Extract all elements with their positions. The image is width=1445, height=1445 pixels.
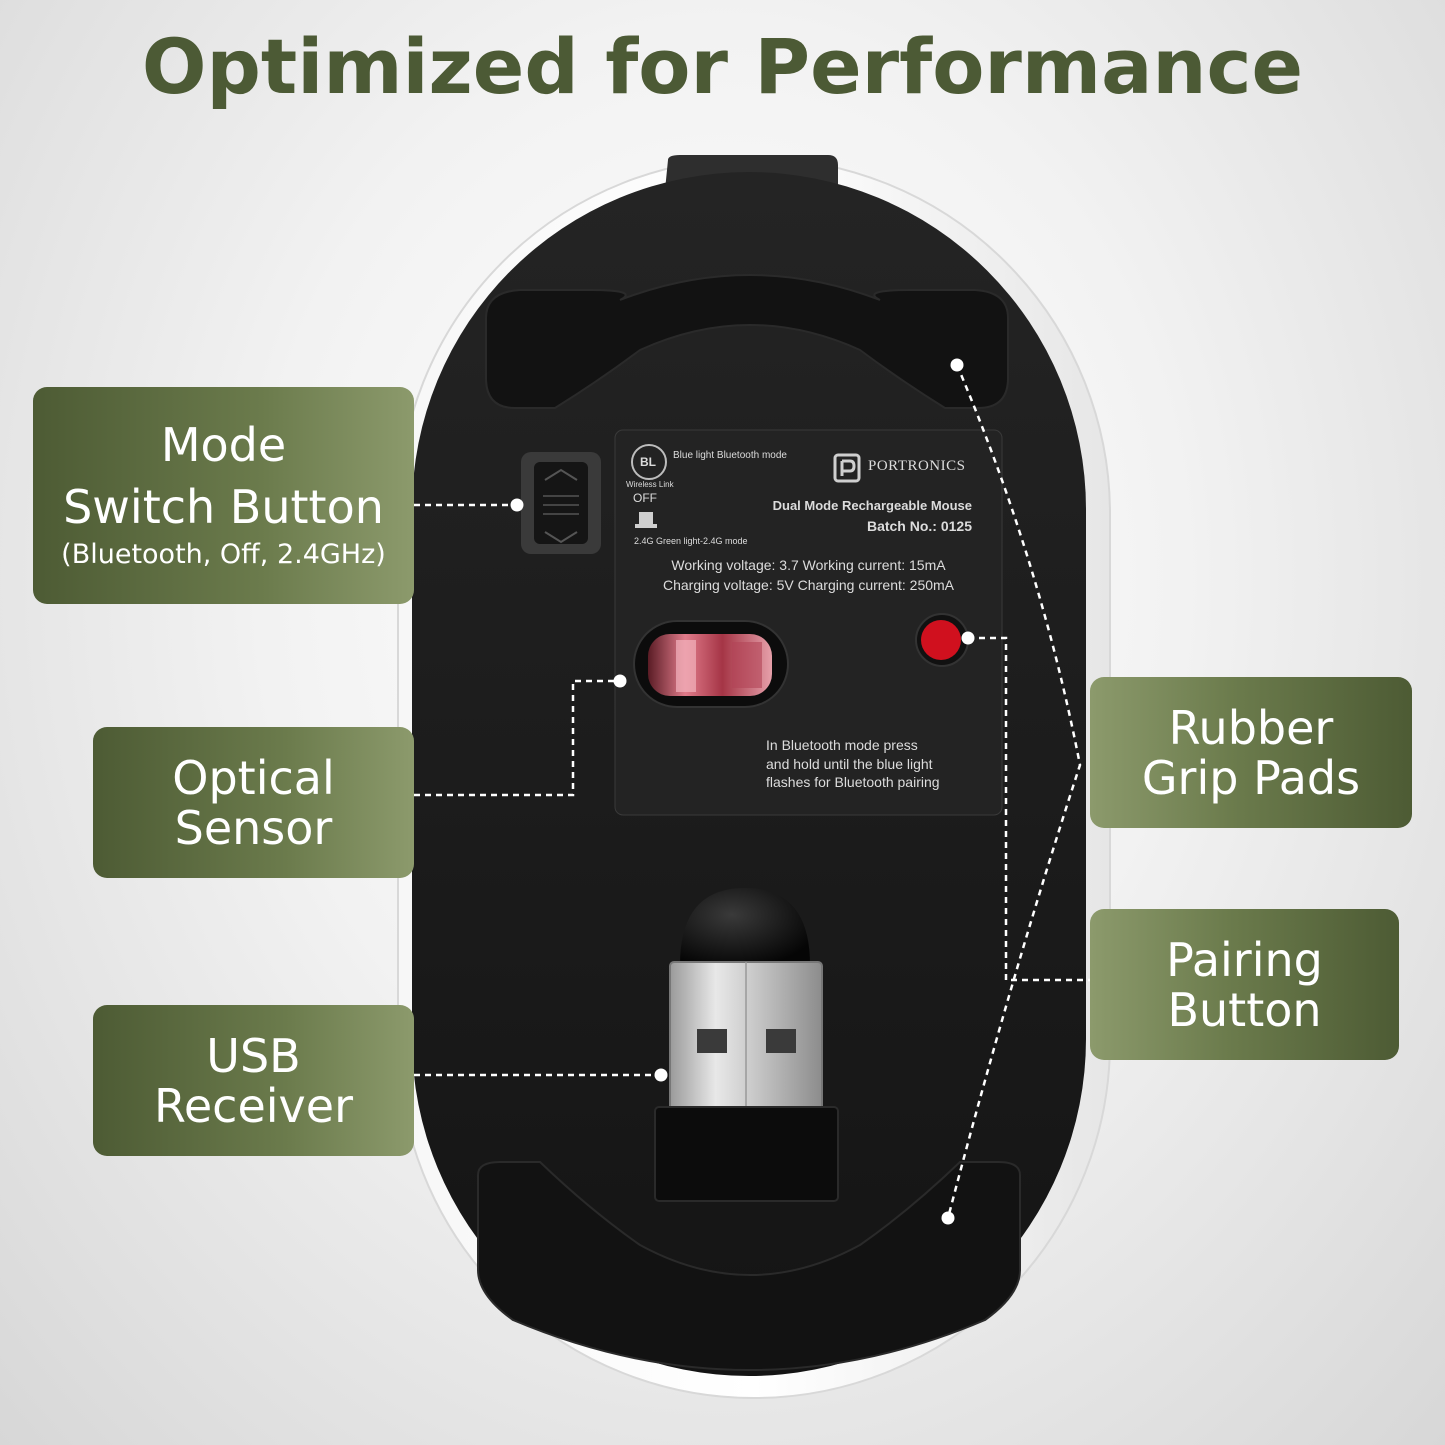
info-sticker [614, 429, 1003, 816]
usb-receiver-line1: USB [206, 1028, 301, 1083]
pairing-button-label: Pairing Button [1090, 909, 1399, 1060]
optical-sensor-label: Optical Sensor [93, 727, 414, 878]
pairing-button-dot [921, 620, 961, 660]
rubber-grip-line2: Grip Pads [1141, 750, 1361, 805]
usb-body [654, 1106, 839, 1202]
pairing-note-1: In Bluetooth mode press [766, 737, 918, 753]
mode-switch-sub: (Bluetooth, Off, 2.4GHz) [61, 538, 386, 570]
portronics-logo [833, 453, 861, 483]
optical-sensor-line2: Sensor [174, 800, 333, 855]
batch-number: Batch No.: 0125 [866, 518, 972, 534]
top-grip-pad [485, 274, 1009, 409]
working-specs: Working voltage: 3.7 Working current: 15… [671, 557, 946, 573]
mode-switch-slider [534, 462, 588, 544]
optical-sensor-line1: Optical [172, 750, 335, 805]
pairing-button-line1: Pairing [1166, 932, 1323, 987]
callout-dots [510, 358, 975, 1225]
green-mode-glyph [639, 512, 653, 526]
product-name: Dual Mode Rechargeable Mouse [772, 498, 972, 513]
bl-badge-ring [631, 444, 667, 480]
usb-dome [680, 888, 810, 965]
usb-receiver-label: USB Receiver [93, 1005, 414, 1156]
rubber-grip-label: Rubber Grip Pads [1090, 677, 1412, 828]
callout-lines [414, 364, 1090, 1219]
rubber-grip-line1: Rubber [1168, 700, 1334, 755]
pairing-note-3: flashes for Bluetooth pairing [766, 774, 940, 790]
page-title: Optimized for Performance [141, 22, 1304, 111]
mode-switch-label: Mode Switch Button (Bluetooth, Off, 2.4G… [33, 387, 414, 604]
bottom-grip-pad [477, 1161, 1021, 1371]
bl-badge-text: BL [640, 455, 656, 469]
blue-light-mode-text: Blue light Bluetooth mode [673, 450, 787, 461]
brand-name: PORTRONICS [868, 458, 966, 474]
usb-receiver-line2: Receiver [153, 1078, 353, 1133]
mode-switch-line2: Switch Button [63, 479, 384, 534]
wireless-link-text: Wireless Link [626, 480, 674, 489]
pairing-button-line2: Button [1167, 982, 1322, 1037]
mode-switch-line1: Mode [160, 417, 287, 472]
pairing-note-2: and hold until the blue light [766, 756, 933, 772]
green-mode-text: 2.4G Green light-2.4G mode [634, 536, 748, 546]
off-text: OFF [633, 491, 657, 505]
charging-specs: Charging voltage: 5V Charging current: 2… [662, 577, 955, 593]
